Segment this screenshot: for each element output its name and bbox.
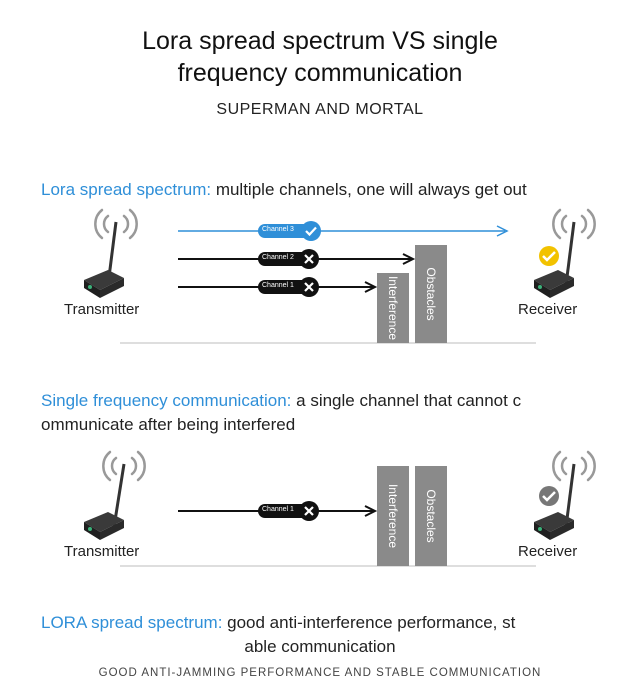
section2-channel-1-label: Channel 1 [262, 506, 294, 513]
transmitter-device-icon [84, 221, 124, 298]
channel-3-path [178, 225, 509, 237]
channel-2-label: Channel 2 [262, 254, 294, 261]
channel-1-pill [258, 277, 319, 297]
section2-interference-barrier: Interference [377, 466, 409, 566]
section2-obstacles-barrier: Obstacles [415, 466, 447, 566]
transmitter-label: Transmitter [64, 301, 140, 318]
footer-caption: GOOD ANTI-JAMMING PERFORMANCE AND STABLE… [98, 667, 542, 679]
section2-heading-line-2: ommunicate after being interfered [41, 415, 296, 434]
receiver-label: Receiver [518, 301, 578, 318]
close-icon [304, 506, 314, 516]
page-subtitle: SUPERMAN AND MORTAL [216, 101, 424, 118]
channel-3-pill [258, 221, 321, 241]
obstacles-barrier: Obstacles [415, 245, 447, 343]
conclusion-text-1: good anti-interference performance, st [222, 613, 516, 632]
section2-heading-line-1: Single frequency communication: a single… [41, 389, 521, 413]
receiver2-signal-icon [552, 450, 596, 482]
conclusion-line-2: able communication [244, 637, 396, 656]
receiver-device-icon [534, 221, 576, 298]
interference-barrier: Interference [377, 273, 409, 343]
section2-channel-1-pill [258, 501, 319, 521]
check-icon [305, 226, 317, 237]
section2-obstacles-label: Obstacles [424, 489, 438, 543]
section2-heading-accent: Single frequency communication: [41, 391, 292, 410]
receiver2-inactive-check-icon [539, 486, 559, 506]
receiver2-device-icon [534, 463, 576, 540]
section2-heading-text-1: a single channel that cannot c [291, 391, 522, 410]
section1-heading: Lora spread spectrum: multiple channels,… [41, 178, 527, 202]
obstacles-label: Obstacles [424, 267, 438, 321]
page-title-line-1: Lora spread spectrum VS single [142, 27, 498, 55]
section2-receiver-label: Receiver [518, 543, 578, 560]
section1-heading-text: multiple channels, one will always get o… [211, 180, 527, 199]
channel-2-pill [258, 249, 319, 269]
close-icon [304, 254, 314, 264]
section1-heading-accent: Lora spread spectrum: [41, 180, 212, 199]
channel-3-label: Channel 3 [262, 226, 294, 233]
section2-interference-label: Interference [386, 483, 400, 549]
page-title-line-2: frequency communication [177, 59, 463, 87]
transmitter2-device-icon [84, 463, 126, 540]
close-icon [304, 282, 314, 292]
transmitter2-signal-icon [102, 450, 146, 482]
receiver-signal-icon [552, 208, 596, 240]
transmitter-signal-icon [94, 208, 138, 240]
conclusion-line-1: LORA spread spectrum: good anti-interfer… [41, 611, 515, 635]
conclusion-accent: LORA spread spectrum: [41, 613, 223, 632]
channel-1-label: Channel 1 [262, 282, 294, 289]
receiver-success-check-icon [539, 246, 559, 266]
section2-transmitter-label: Transmitter [64, 543, 140, 560]
interference-label: Interference [386, 275, 400, 341]
